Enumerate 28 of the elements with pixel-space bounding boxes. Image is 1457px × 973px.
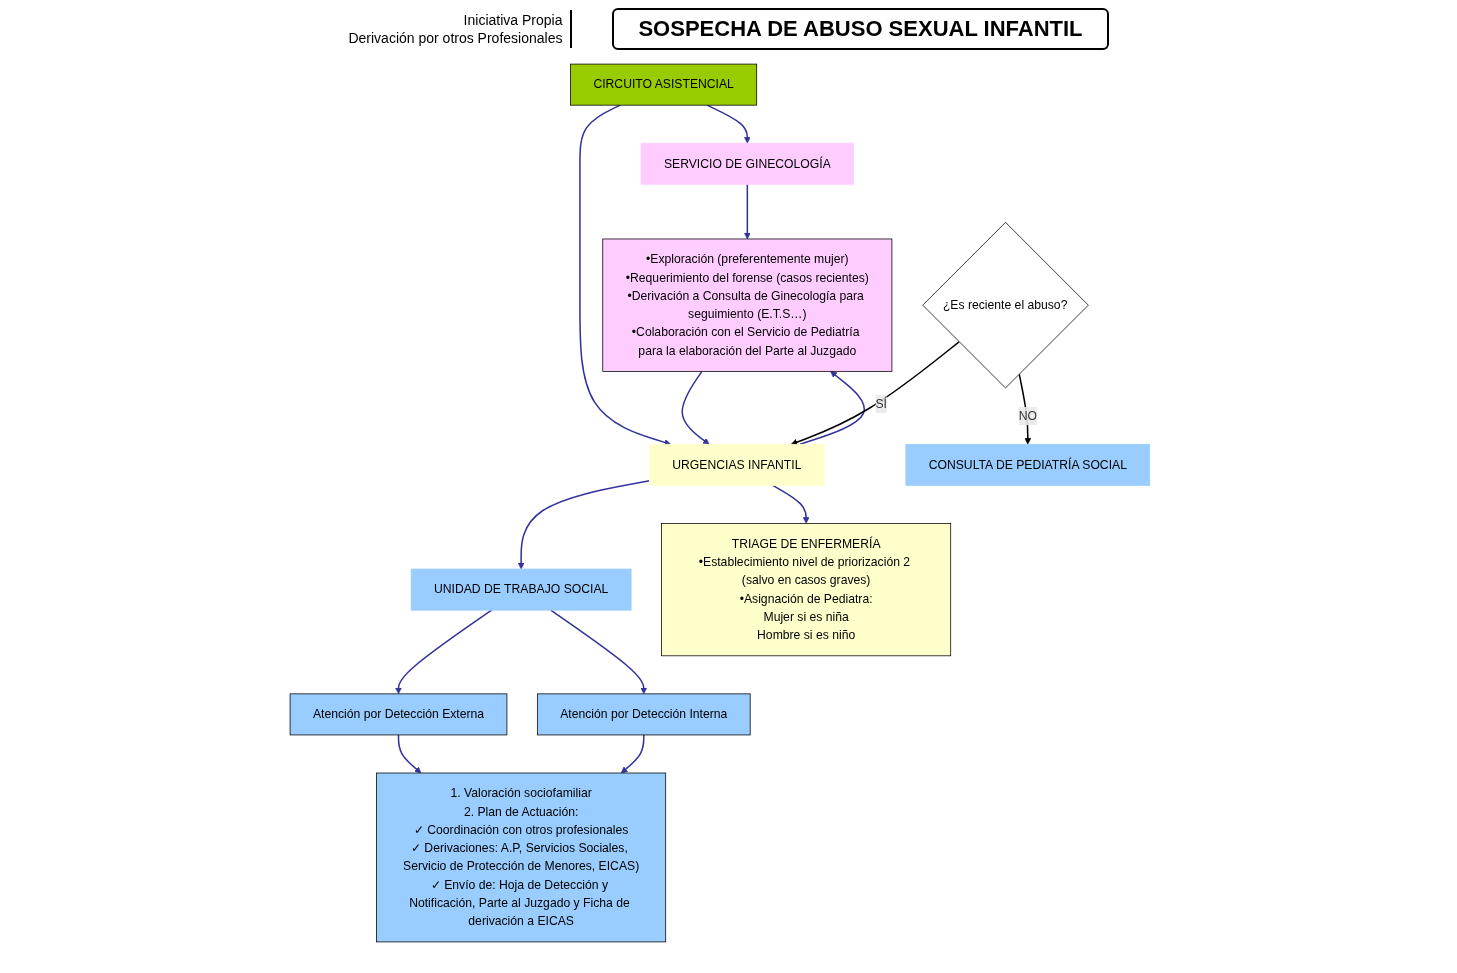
arrow bbox=[681, 370, 710, 445]
arrow bbox=[517, 480, 651, 570]
node-box: CONSULTA DE PEDIATRÍA SOCIAL bbox=[905, 443, 1151, 486]
node-box: Atención por Detección Interna bbox=[537, 693, 751, 736]
node-box: 1. Valoración sociofamiliar 2. Plan de Actuación: ✓ Coordinación con otros profesionales ✓ Derivaciones: A.P, Servicios Sociales, Servicio de Protección de Menores, EICAS) ✓ Envío de: Hoja de Detección y Notificación, Parte al Juzgado y Ficha de derivación a EICAS bbox=[376, 772, 667, 943]
node-box: Atención por Detección Externa bbox=[289, 693, 508, 736]
arrow bbox=[579, 104, 672, 446]
title-box: SOSPECHA DE ABUSO SEXUAL INFANTIL bbox=[612, 8, 1109, 50]
edge-label: SÍ bbox=[875, 396, 888, 410]
arrow bbox=[397, 734, 422, 774]
node-box: TRIAGE DE ENFERMERÍA •Establecimiento nivel de priorización 2 (salvo en casos graves) •Asignación de Pediatra: Mujer si es niña Hombre si es niño bbox=[661, 523, 952, 657]
arrow bbox=[772, 484, 810, 524]
node-box: SERVICIO DE GINECOLOGÍA bbox=[640, 142, 855, 185]
arrow bbox=[395, 609, 493, 695]
side-note: Iniciativa Propia bbox=[462, 12, 563, 28]
side-note: Derivación por otros Profesionales bbox=[348, 30, 563, 46]
edge-label: NO bbox=[1018, 409, 1038, 423]
node-diamond: ¿Es reciente el abuso? bbox=[922, 222, 1089, 389]
arrow bbox=[791, 341, 960, 446]
arrow bbox=[550, 609, 648, 695]
arrow bbox=[744, 183, 751, 240]
arrow bbox=[621, 734, 645, 774]
node-box: UNIDAD DE TRABAJO SOCIAL bbox=[410, 568, 632, 611]
arrow bbox=[706, 104, 751, 144]
arrow bbox=[799, 371, 866, 446]
node-box: •Exploración (preferentemente mujer) •Requerimiento del forense (casos recientes) •Derivación a Consulta de Ginecología para seguimiento (E.T.S…) •Colaboración con el Servicio de Pediatría para la elaboración del Parte al Juzgado bbox=[602, 238, 893, 372]
node-box: URGENCIAS INFANTIL bbox=[649, 443, 825, 486]
node-box: CIRCUITO ASISTENCIAL bbox=[570, 63, 758, 106]
